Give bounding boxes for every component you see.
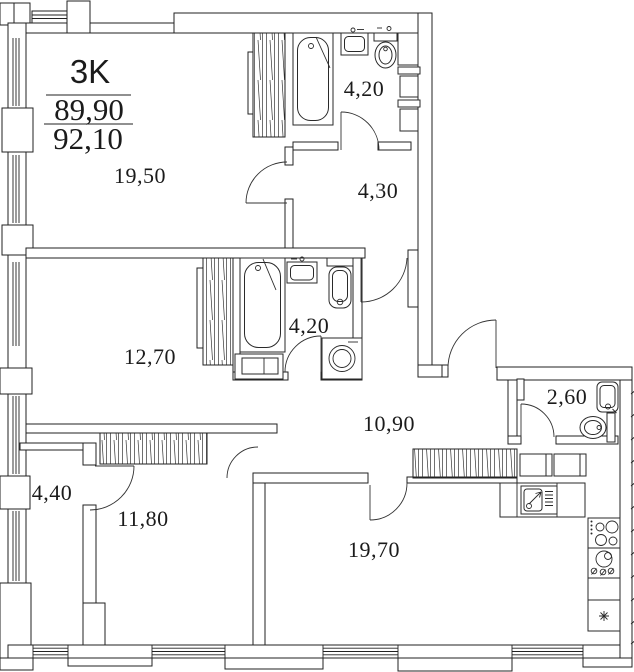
bathroom-top-fixtures [292,26,421,132]
wc-fixtures [579,381,619,443]
title-block: 3K 89,90 92,10 [44,53,133,156]
area-upper-label: 89,90 [54,92,124,127]
room-area-corridor: 4,30 [358,178,399,203]
washing-machine-icon [321,337,363,380]
hall-cabinets [519,453,587,477]
cabinet-icon [234,353,284,380]
door-bathroom-middle [284,335,322,373]
wardrobe-hall-right [412,448,518,479]
kitchen-sink-icon [520,485,558,515]
wardrobe-living-top [247,32,286,138]
doors [89,111,555,521]
sink-icon [286,256,318,284]
bathtub-icon [239,257,286,353]
door-bathroom-top [340,111,380,151]
door-living-room [245,161,288,204]
laundry-shelves [397,32,421,132]
bathtub-icon [292,32,334,126]
wardrobe-room-middle [196,257,234,366]
room-area-bedroom-middle: 12,70 [124,344,176,369]
room-area-kitchen-living: 19,70 [348,537,400,562]
interior-walls [19,141,619,646]
room-area-hallway-small: 4,40 [32,480,73,505]
room-area-living: 19,50 [114,163,166,188]
door-entrance [441,319,497,378]
kitchen-counter-segment [587,577,621,601]
sink-icon [596,381,619,414]
door-corridor-hall [360,257,408,303]
room-area-hall: 10,90 [363,411,415,436]
door-kitchen-living [369,482,408,521]
room-labels: 19,50 4,20 4,30 12,70 4,20 10,90 2,60 4,… [32,76,588,562]
room-area-bathroom-middle: 4,20 [289,313,330,338]
bathroom-middle-fixtures [234,256,363,380]
room-area-bedroom-bottom: 11,80 [117,506,168,531]
toilet-icon [579,412,616,443]
door-wc [516,378,555,438]
oven-icon [587,547,621,579]
door-hall-bedroom [226,446,259,479]
kitchen-fixtures [499,482,621,632]
apartment-type-label: 3K [70,53,110,90]
wardrobes [99,32,518,479]
windows-bottom [32,645,584,658]
window-top [31,10,68,24]
wardrobe-hall-left [99,432,208,465]
stove-icon [587,517,621,549]
windows-left [12,38,20,581]
room-area-wc: 2,60 [547,384,588,409]
fridge-icon [587,599,621,632]
door-hallway-bedroom [89,465,135,511]
area-lower-label: 92,10 [53,121,123,156]
room-area-bathroom-top: 4,20 [344,76,385,101]
sink-icon [340,27,369,56]
toilet-icon [373,26,398,69]
toilet-icon [326,257,354,309]
